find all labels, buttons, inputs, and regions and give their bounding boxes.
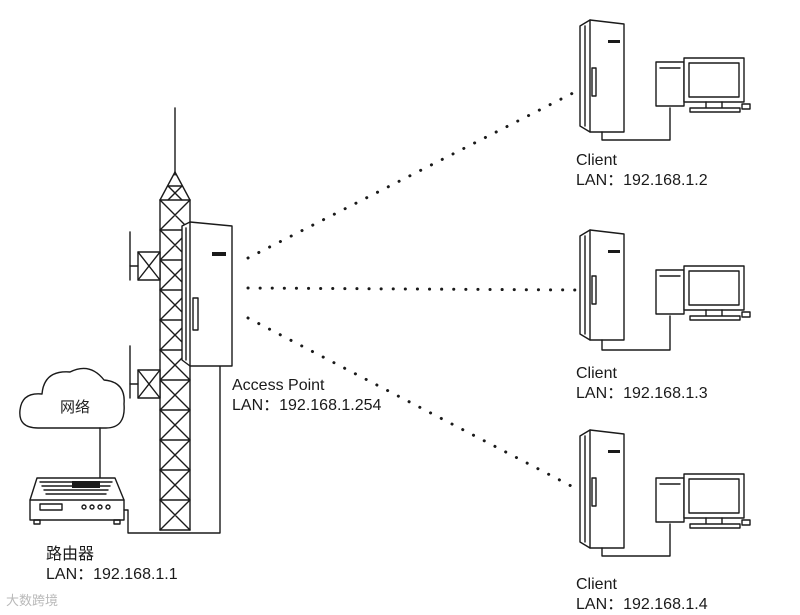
client-name-3: Client bbox=[576, 576, 617, 593]
router-ap-cable bbox=[123, 365, 221, 534]
client-cpe-icon-1 bbox=[579, 19, 671, 141]
client-lan-1: LAN：192.168.1.2 bbox=[576, 172, 708, 189]
wireless-link-3 bbox=[246, 316, 577, 490]
router-lan: LAN：192.168.1.1 bbox=[46, 566, 178, 583]
client-computer-icon-2 bbox=[655, 265, 751, 321]
client-computer-icon-3 bbox=[655, 473, 751, 529]
router-icon bbox=[29, 477, 125, 525]
cloud-label: 网络 bbox=[59, 399, 90, 416]
wireless-links bbox=[246, 90, 577, 490]
access-point-label: Access Point LAN：192.168.1.254 bbox=[232, 376, 381, 416]
client-cpe-icon-3 bbox=[579, 429, 671, 557]
router-label: 路由器 LAN：192.168.1.1 bbox=[46, 545, 178, 585]
wireless-link-1 bbox=[246, 90, 577, 260]
watermark: 大数跨境 bbox=[6, 594, 59, 609]
router-name: 路由器 bbox=[46, 546, 95, 563]
access-point-name: Access Point bbox=[232, 377, 325, 394]
client-cpe-icon-2 bbox=[579, 229, 671, 351]
client-label-1: Client LAN：192.168.1.2 bbox=[576, 151, 708, 191]
client-label-2: Client LAN：192.168.1.3 bbox=[576, 364, 708, 404]
lattice-tower-icon bbox=[129, 107, 191, 531]
access-point-lan: LAN：192.168.1.254 bbox=[232, 397, 382, 414]
client-name-1: Client bbox=[576, 152, 617, 169]
client-computer-icon-1 bbox=[655, 57, 751, 113]
access-point-cpe-icon bbox=[181, 221, 233, 367]
wireless-link-2 bbox=[246, 286, 577, 292]
internet-cloud-icon bbox=[19, 367, 125, 429]
client-label-3: Client LAN：192.168.1.4 bbox=[576, 575, 708, 615]
client-lan-2: LAN：192.168.1.3 bbox=[576, 385, 708, 402]
client-name-2: Client bbox=[576, 365, 617, 382]
client-lan-3: LAN：192.168.1.4 bbox=[576, 596, 708, 613]
